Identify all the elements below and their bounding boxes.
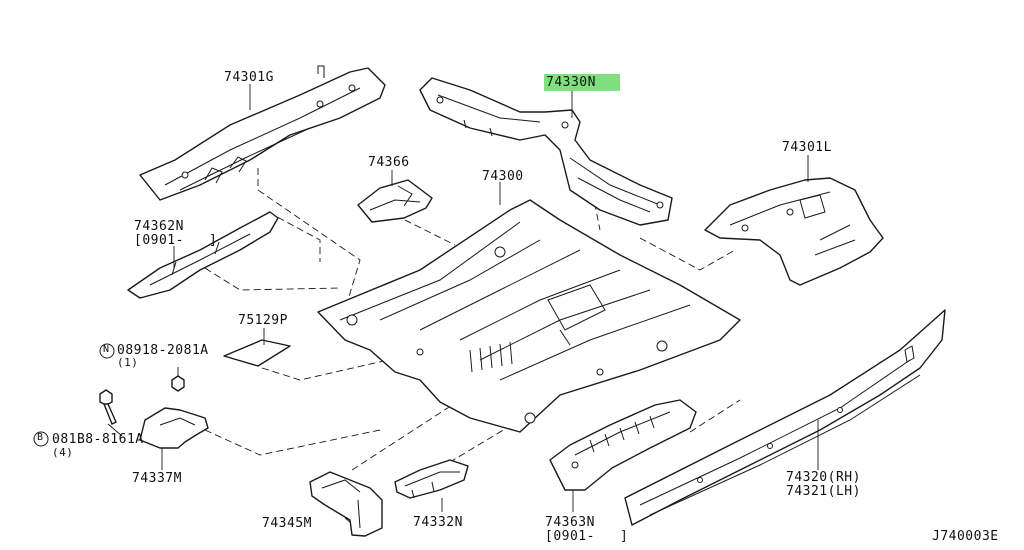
label-74332N[interactable]: 74332N xyxy=(413,515,463,530)
part-74362N xyxy=(127,211,279,299)
part-74345M xyxy=(309,471,383,537)
part-74366 xyxy=(357,179,433,223)
highlight-74330N xyxy=(544,74,620,91)
label-74301G[interactable]: 74301G xyxy=(224,70,274,85)
label-74300[interactable]: 74300 xyxy=(482,169,524,184)
label-74363N[interactable]: 74363N xyxy=(545,515,595,530)
label-74362N[interactable]: 74362N xyxy=(134,219,184,234)
label-75129P[interactable]: 75129P xyxy=(238,313,288,328)
part-74300 xyxy=(317,199,741,433)
label-74362N-note: [0901- ] xyxy=(134,233,218,248)
label-bolt-qty: (4) xyxy=(52,446,74,459)
label-74330N[interactable]: 74330N xyxy=(546,75,596,90)
label-74301L[interactable]: 74301L xyxy=(782,140,832,155)
nut-symbol-letter: N xyxy=(103,344,110,355)
assembly-dash-lines xyxy=(204,149,741,471)
nut-symbol-icon xyxy=(99,343,115,359)
label-74337M[interactable]: 74337M xyxy=(132,471,182,486)
label-nut-code[interactable]: 08918-2081A xyxy=(117,343,209,358)
label-74363N-note: [0901- ] xyxy=(545,529,629,544)
part-74337M xyxy=(139,407,209,470)
label-74321[interactable]: 74321(LH) xyxy=(786,484,861,499)
part-74332N xyxy=(394,459,469,499)
part-74363N xyxy=(549,399,697,491)
bolt-symbol-icon xyxy=(33,431,49,447)
label-74345M[interactable]: 74345M xyxy=(262,516,312,531)
leader-lines xyxy=(173,84,819,523)
label-nut-qty: (1) xyxy=(117,356,139,369)
part-74301L xyxy=(704,177,884,286)
part-74330N xyxy=(419,77,673,226)
part-74301G xyxy=(139,65,386,201)
part-75129P xyxy=(223,339,291,367)
label-74320[interactable]: 74320(RH) xyxy=(786,470,861,485)
bolt-symbol-letter: B xyxy=(37,432,44,443)
label-74366[interactable]: 74366 xyxy=(368,155,410,170)
bolt-part xyxy=(99,389,123,437)
part-74320-74321 xyxy=(624,309,946,526)
nut-part xyxy=(171,367,185,392)
label-bolt-code[interactable]: 081B8-8161A xyxy=(52,432,144,447)
diagram-id: J740003E xyxy=(932,529,999,544)
